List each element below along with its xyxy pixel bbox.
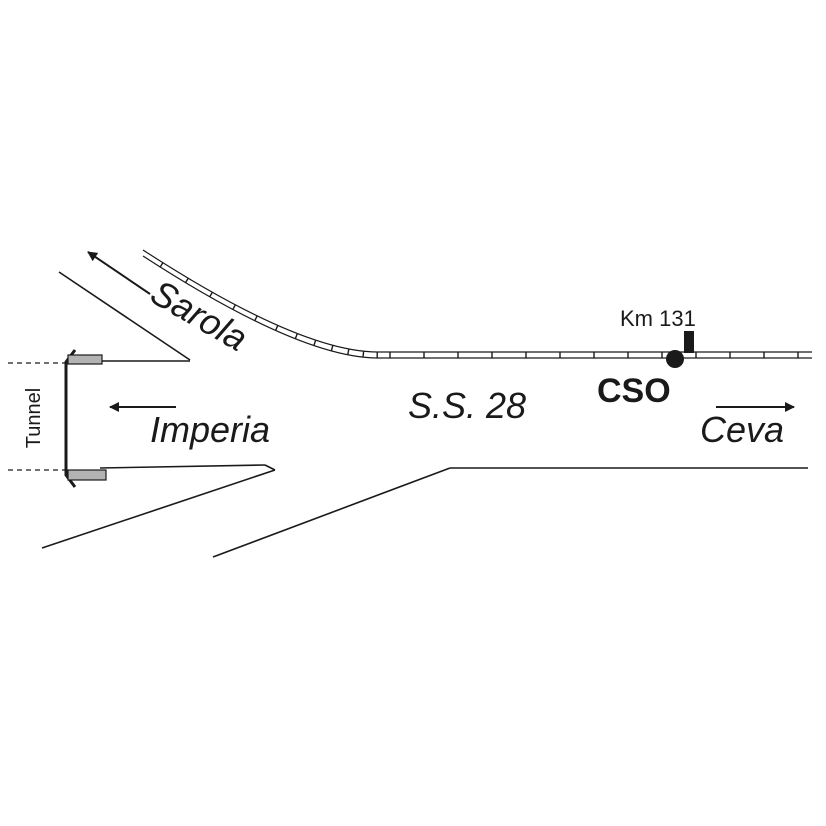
railway-tie (184, 277, 190, 284)
imperia-label: Imperia (150, 409, 270, 450)
railway-tie (254, 315, 258, 322)
main-road (212, 467, 808, 558)
railway-tie (232, 304, 237, 311)
tunnel: Tunnel (8, 349, 107, 488)
sarola-road (58, 271, 191, 362)
tunnel-portal-top (67, 354, 103, 365)
imperia-road (41, 464, 276, 549)
railway-tie (274, 324, 279, 331)
railway-tie (313, 339, 317, 346)
km-post-icon (684, 331, 694, 353)
railway-tie (347, 348, 350, 355)
railway-tie (208, 291, 214, 298)
station: Km 131 CSO (597, 306, 696, 410)
railway (142, 249, 812, 359)
station-dot-icon (666, 350, 684, 368)
station-label: CSO (597, 372, 671, 410)
road-label: S.S. 28 (408, 385, 526, 426)
railway-tie (294, 333, 299, 340)
ceva-label: Ceva (700, 409, 784, 450)
railway-rail-outer (142, 249, 812, 353)
railway-ties (159, 261, 799, 359)
railway-tie (159, 261, 164, 268)
tunnel-label: Tunnel (23, 388, 45, 448)
tunnel-wall (64, 349, 77, 488)
railway-tie (330, 345, 334, 352)
railway-rail-inner (142, 255, 812, 359)
railway-tie (362, 351, 365, 358)
km-marker-label: Km 131 (620, 306, 696, 331)
tunnel-portal-bottom (67, 469, 107, 481)
sarola-arrow-icon (87, 251, 151, 295)
